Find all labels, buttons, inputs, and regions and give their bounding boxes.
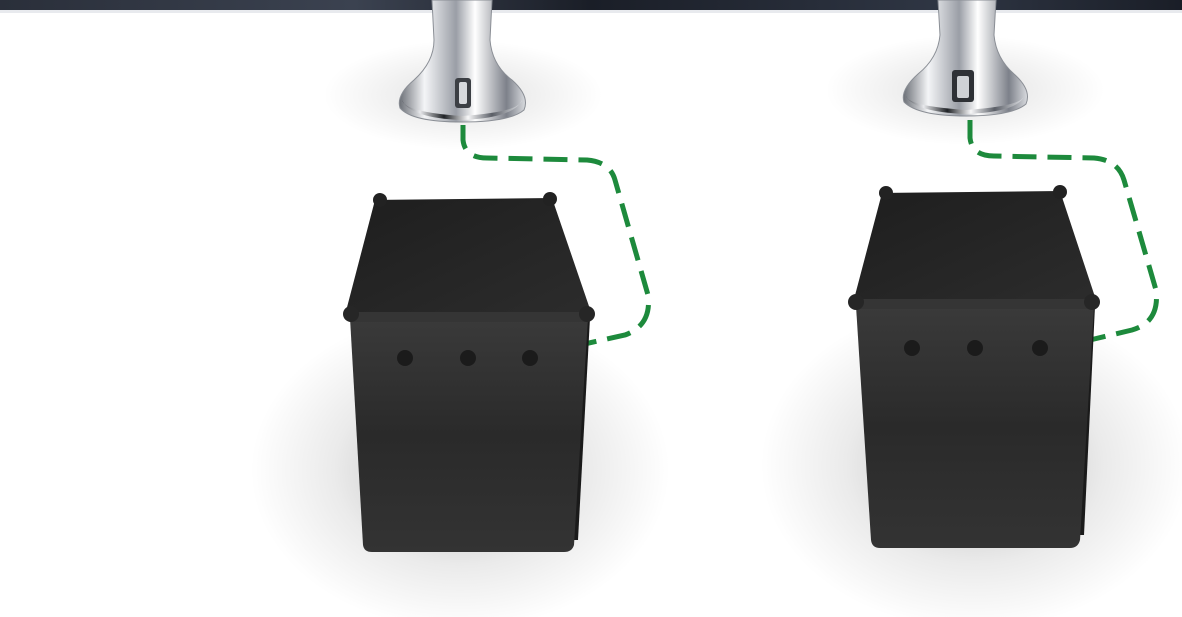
- top-band: [0, 0, 1182, 10]
- setup-right: [760, 0, 1182, 617]
- box-unit-right: [848, 185, 1100, 548]
- indicator-dot: [904, 340, 920, 356]
- indicator-dot: [1032, 340, 1048, 356]
- setup-left: [250, 0, 670, 617]
- box-unit-left: [343, 192, 595, 552]
- indicator-dot: [522, 350, 538, 366]
- indicator-dot: [460, 350, 476, 366]
- indicator-dot: [397, 350, 413, 366]
- indicator-dot: [967, 340, 983, 356]
